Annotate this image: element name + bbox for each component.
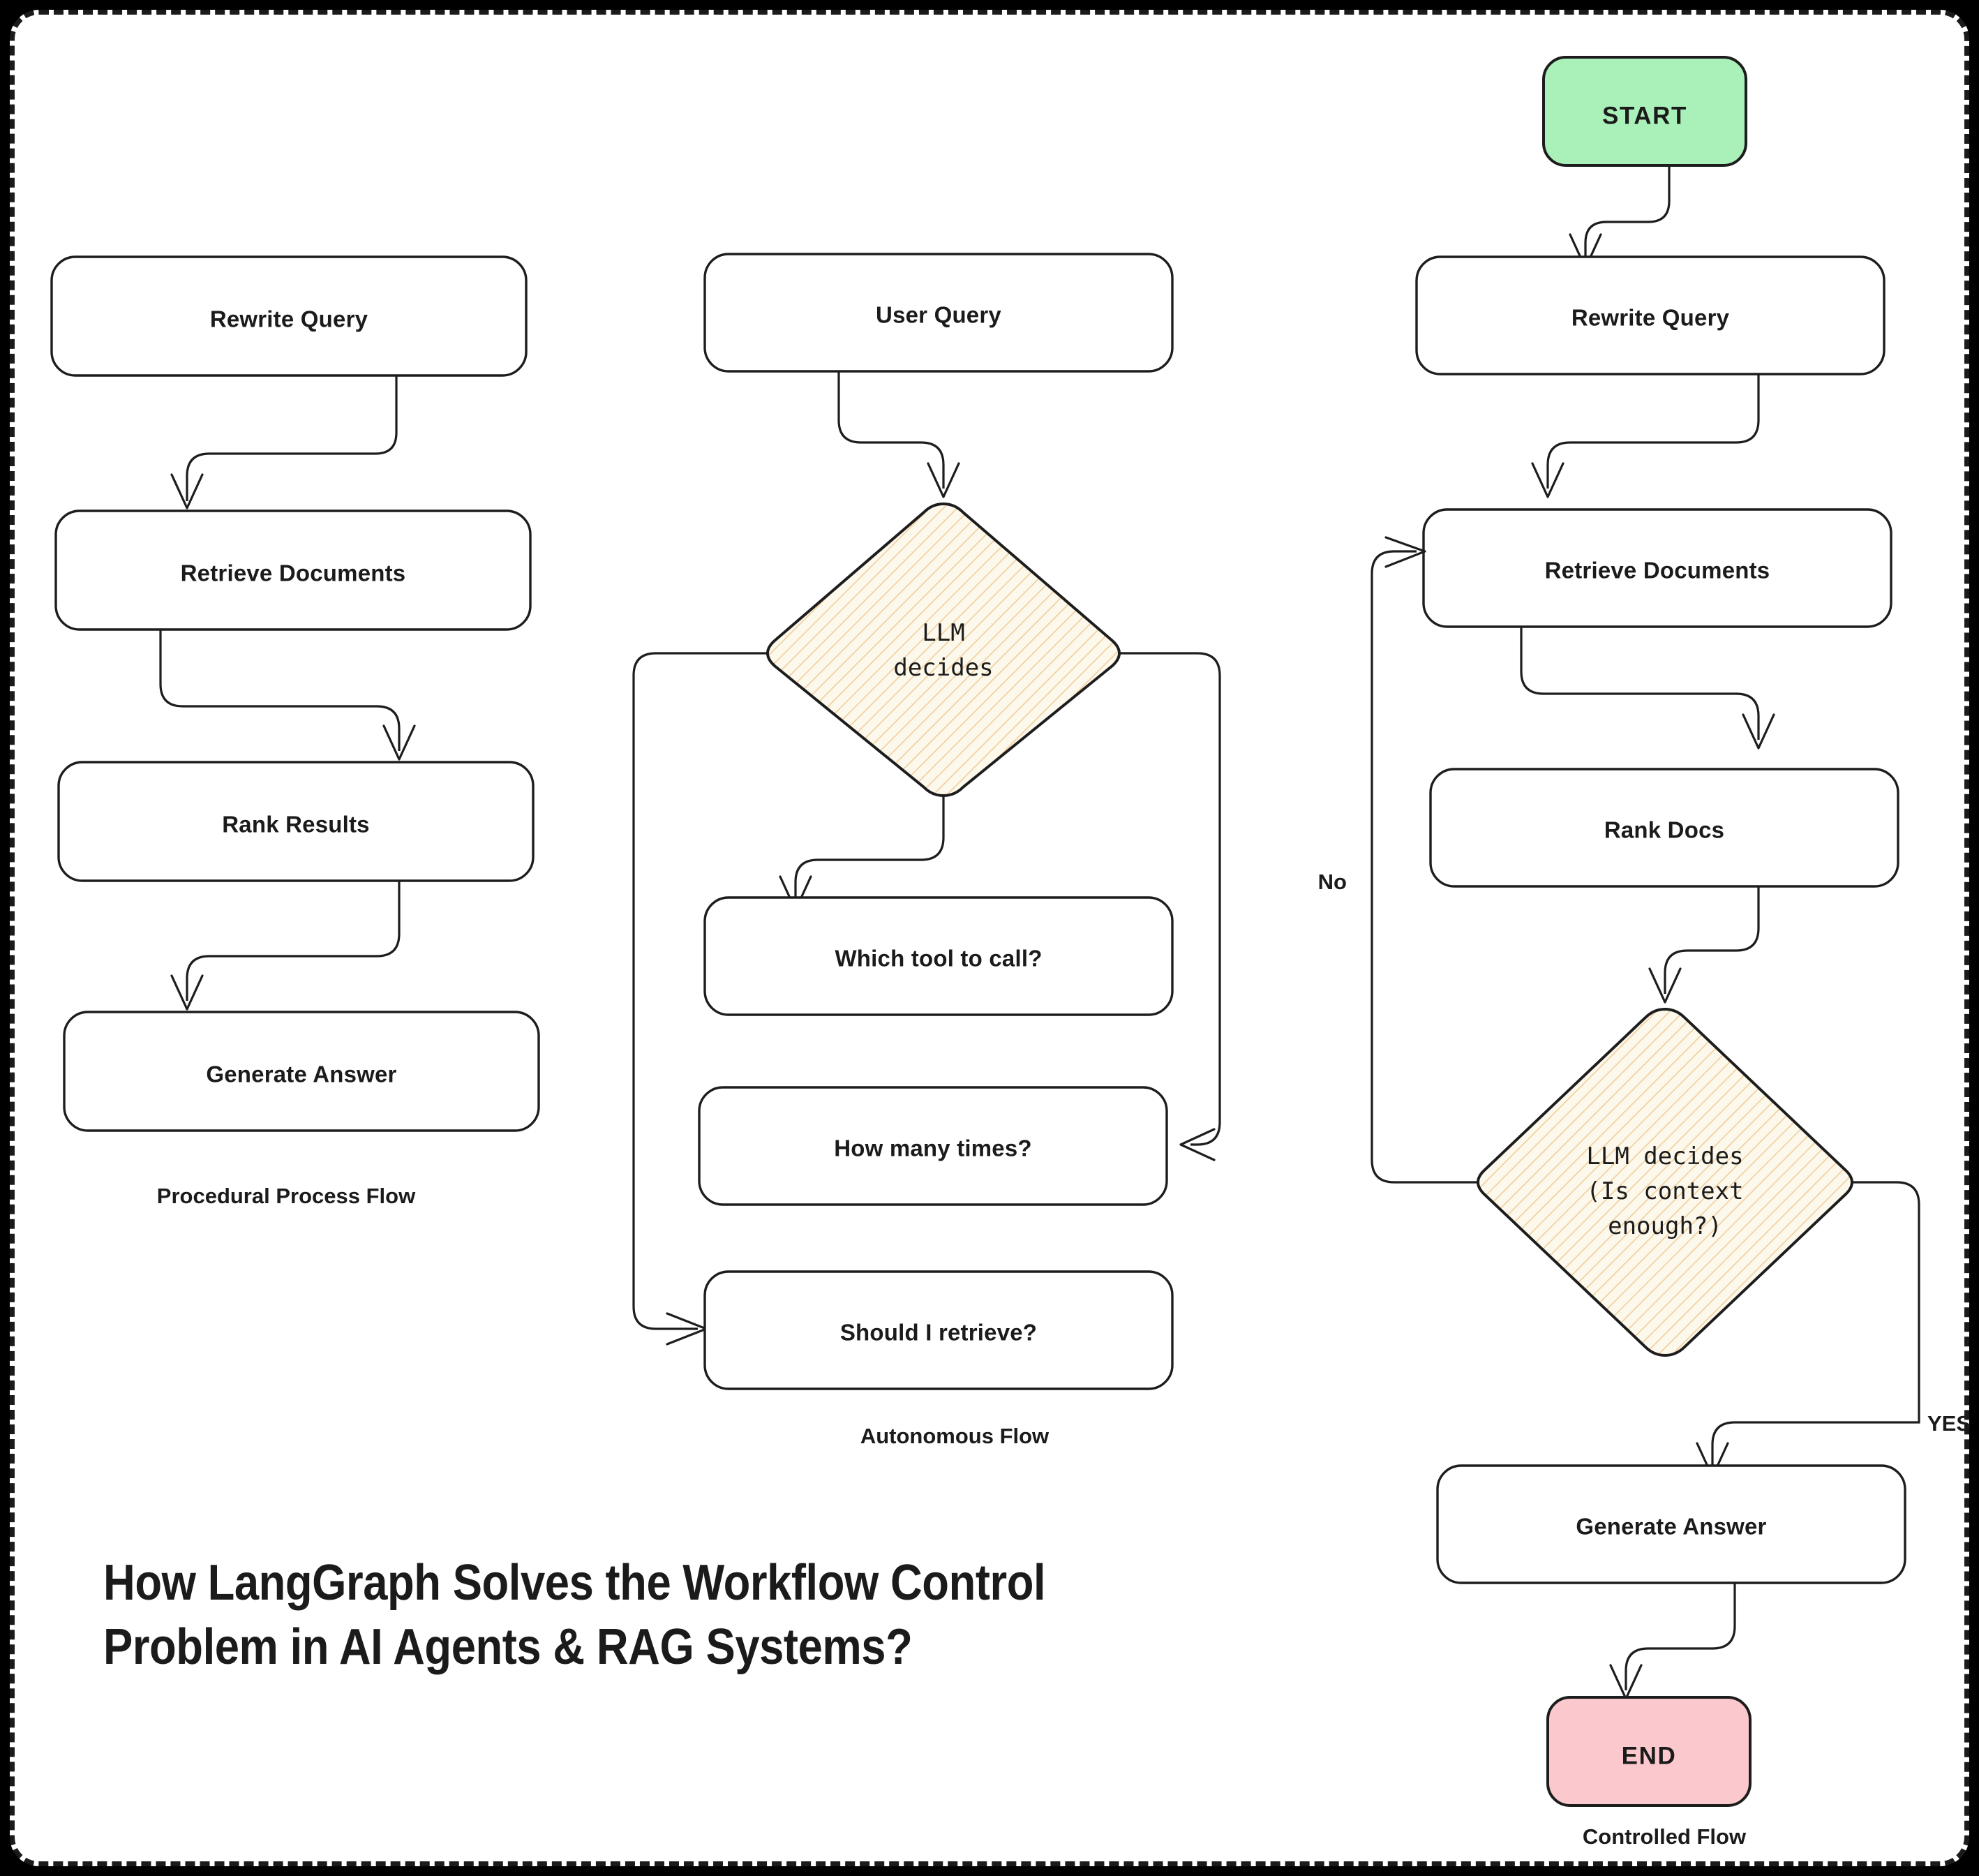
edge-c3-c4 [1664,886,1760,994]
edge-c5-c6 [1625,1583,1736,1690]
node-rewrite-query-controlled[interactable]: Rewrite Query [1415,255,1885,375]
node-label-line2: (Is context [1586,1177,1743,1205]
arrowhead-c4-c2-no [1384,536,1426,568]
node-rewrite-query-procedural[interactable]: Rewrite Query [50,255,528,377]
node-label: Retrieve Documents [1545,558,1770,583]
caption-procedural-flow: Procedural Process Flow [157,1184,416,1208]
column-autonomous: User Query LLM decides Which tool to cal… [632,253,1221,1448]
edge-label-no: No [1318,870,1347,894]
edge-p2-p3 [159,630,401,751]
node-user-query[interactable]: User Query [703,253,1174,373]
node-llm-decides-context[interactable]: LLM decides (Is context enough?) [1477,1007,1853,1357]
node-label: Generate Answer [1576,1514,1766,1540]
node-label-line3: enough?) [1608,1212,1722,1240]
edge-c0-c1 [1584,165,1671,260]
arrowhead-a2-a4 [1179,1128,1216,1161]
caption-controlled-flow: Controlled Flow [1583,1824,1747,1849]
node-label: START [1602,102,1687,129]
node-llm-decides[interactable]: LLM decides [766,502,1121,798]
edge-c4-c2-no [1371,550,1478,1184]
node-label-line1: LLM decides [1586,1142,1743,1170]
node-label: Rank Results [222,812,369,838]
column-controlled: START Rewrite Query Retrieve Documents R… [1318,56,1971,1849]
node-start[interactable]: START [1542,56,1747,167]
node-should-i-retrieve[interactable]: Should I retrieve? [703,1270,1174,1390]
node-rank-results-procedural[interactable]: Rank Results [57,761,535,882]
arrowhead-c1-c2 [1531,462,1564,498]
edge-c4-c5-yes [1711,1181,1920,1468]
arrowhead-c2-c3 [1742,713,1775,750]
arrowhead-p1-p2 [170,473,204,509]
node-label: Retrieve Documents [181,560,406,586]
edge-label-yes: YES [1927,1411,1971,1436]
edge-a2-a3 [794,796,945,902]
arrowhead-c3-c4 [1648,967,1682,1004]
edge-a1-a2 [837,371,945,489]
arrowhead-a1-a2 [927,462,960,498]
page-title: How LangGraph Solves the Workflow Contro… [103,1555,1046,1676]
node-label-line1: LLM [922,619,964,647]
node-label: Should I retrieve? [840,1320,1037,1346]
node-end[interactable]: END [1546,1696,1752,1807]
edge-c2-c3 [1520,627,1760,740]
edge-c1-c2 [1546,374,1760,489]
node-label-line2: decides [893,654,993,682]
node-generate-answer-controlled[interactable]: Generate Answer [1436,1464,1906,1584]
node-label: User Query [876,302,1001,328]
node-which-tool-to-call[interactable]: Which tool to call? [703,896,1174,1016]
node-label: Rewrite Query [210,306,368,332]
node-label: Generate Answer [206,1062,396,1087]
arrowhead-p2-p3 [382,724,416,761]
node-retrieve-documents-procedural[interactable]: Retrieve Documents [54,509,532,631]
node-how-many-times[interactable]: How many times? [698,1086,1168,1206]
node-label: Rank Docs [1604,817,1724,843]
edge-p3-p4 [186,881,401,1001]
caption-autonomous-flow: Autonomous Flow [860,1424,1050,1448]
arrowhead-p3-p4 [170,974,204,1011]
edge-p1-p2 [186,375,398,501]
node-label: END [1622,1742,1677,1769]
node-generate-answer-procedural[interactable]: Generate Answer [63,1011,540,1132]
edge-a2-a5 [632,652,768,1330]
node-label: How many times? [834,1136,1032,1161]
node-rank-docs[interactable]: Rank Docs [1429,768,1899,888]
column-procedural: Rewrite Query Retrieve Documents Rank Re… [50,255,540,1208]
node-retrieve-documents-controlled[interactable]: Retrieve Documents [1422,508,1892,628]
node-label: Which tool to call? [835,946,1042,972]
edge-a2-a4 [1119,652,1221,1146]
node-label: Rewrite Query [1571,305,1730,331]
